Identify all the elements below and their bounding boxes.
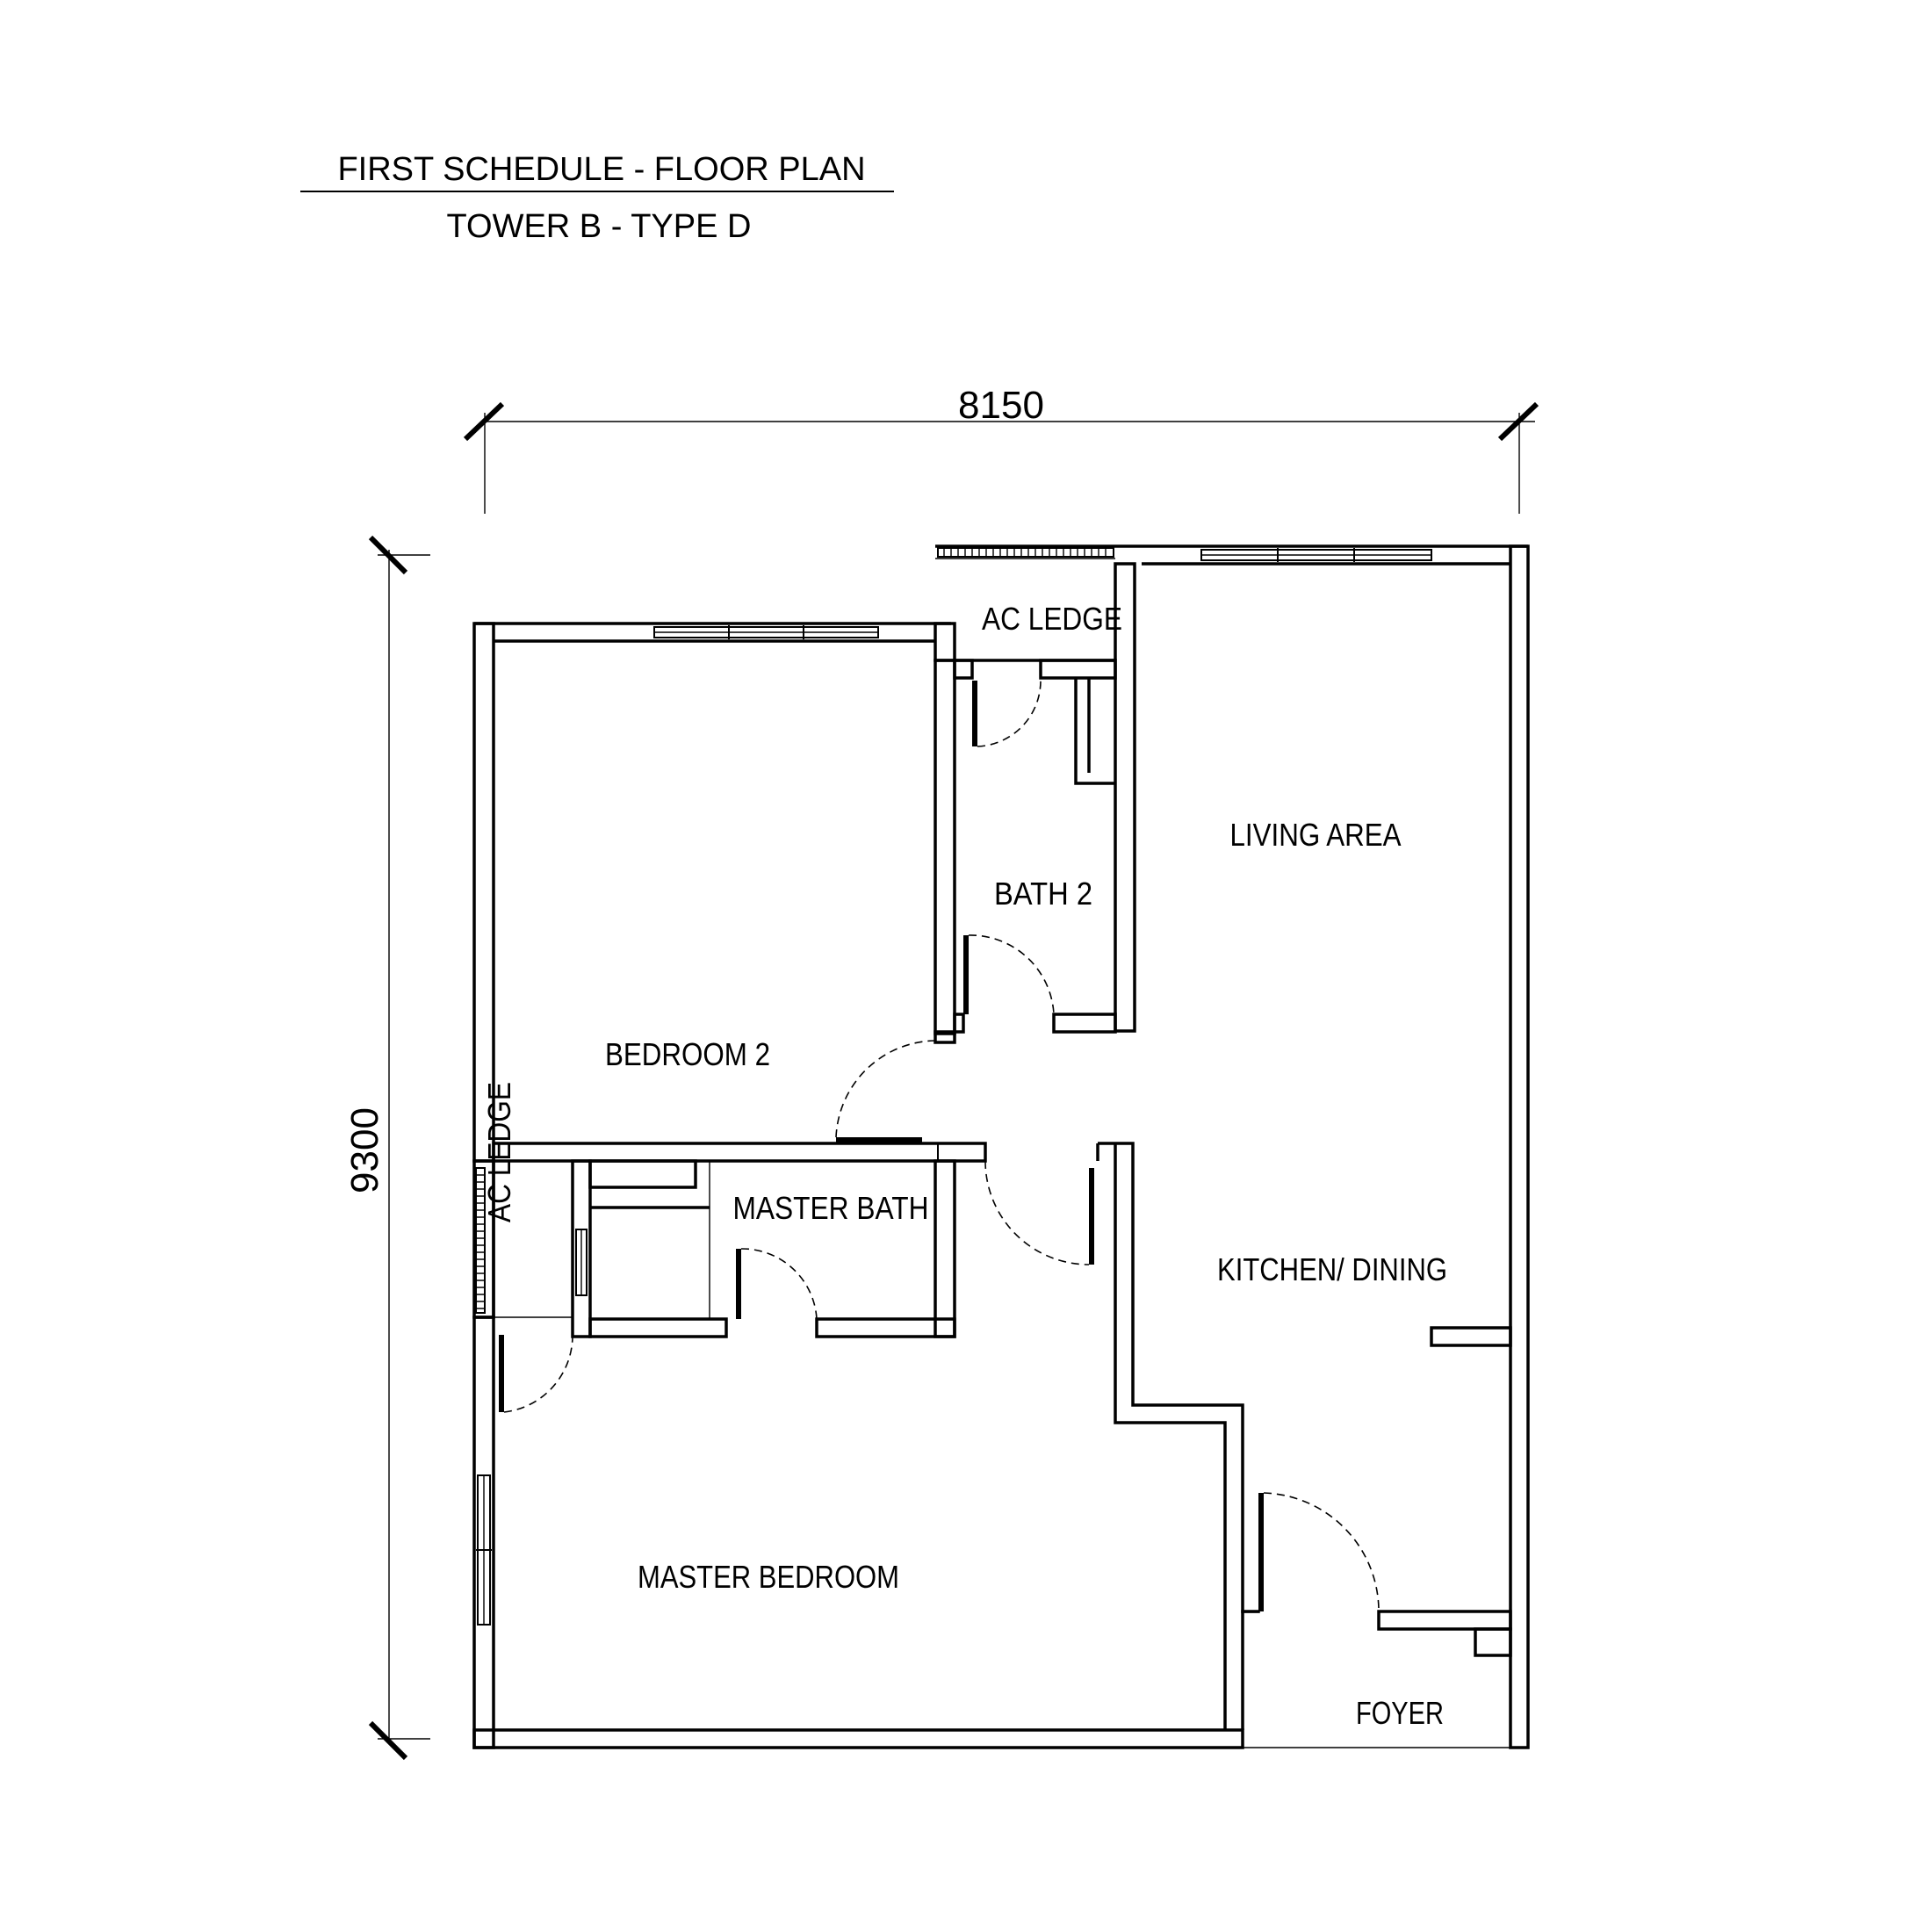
room-label-kitchen-dining: KITCHEN/ DINING: [1217, 1251, 1447, 1287]
door-entrance: [1258, 1492, 1380, 1612]
door-ac-ledge-left: [499, 1335, 573, 1413]
width-dimension: 8150: [463, 384, 1539, 514]
door-bedroom-2: [835, 1040, 936, 1143]
door-bath-2-bottom: [963, 934, 1055, 1015]
room-label-ac-ledge-top: AC LEDGE: [982, 601, 1122, 637]
height-dimension: 9300: [343, 535, 430, 1761]
walls: [472, 544, 1530, 1749]
doors: [499, 680, 1380, 1612]
schedule-title: FIRST SCHEDULE - FLOOR PLAN: [337, 151, 865, 188]
door-master-bath: [736, 1248, 818, 1320]
room-label-foyer: FOYER: [1356, 1695, 1444, 1731]
room-label-master-bedroom: MASTER BEDROOM: [638, 1559, 899, 1595]
room-label-ac-ledge-left: AC LEDGE: [481, 1082, 517, 1222]
room-labels: AC LEDGE BATH 2 LIVING AREA BEDROOM 2 MA…: [481, 601, 1447, 1731]
window-master-bath: [575, 1229, 588, 1296]
ac-grilles: [475, 547, 1114, 1314]
door-master-bedroom: [984, 1160, 1094, 1265]
width-label: 8150: [958, 384, 1044, 427]
room-label-living-area: LIVING AREA: [1230, 817, 1402, 853]
windows: [476, 548, 1432, 1626]
window-bedroom-2: [653, 625, 879, 639]
window-master-bedroom: [476, 1474, 492, 1626]
height-label: 9300: [343, 1107, 386, 1193]
window-living: [1200, 548, 1432, 562]
room-label-bath-2: BATH 2: [994, 876, 1092, 912]
door-bath-2-top: [972, 680, 1042, 747]
unit-title: TOWER B - TYPE D: [447, 208, 752, 245]
room-label-bedroom-2: BEDROOM 2: [605, 1036, 770, 1072]
room-label-master-bath: MASTER BATH: [733, 1190, 929, 1226]
